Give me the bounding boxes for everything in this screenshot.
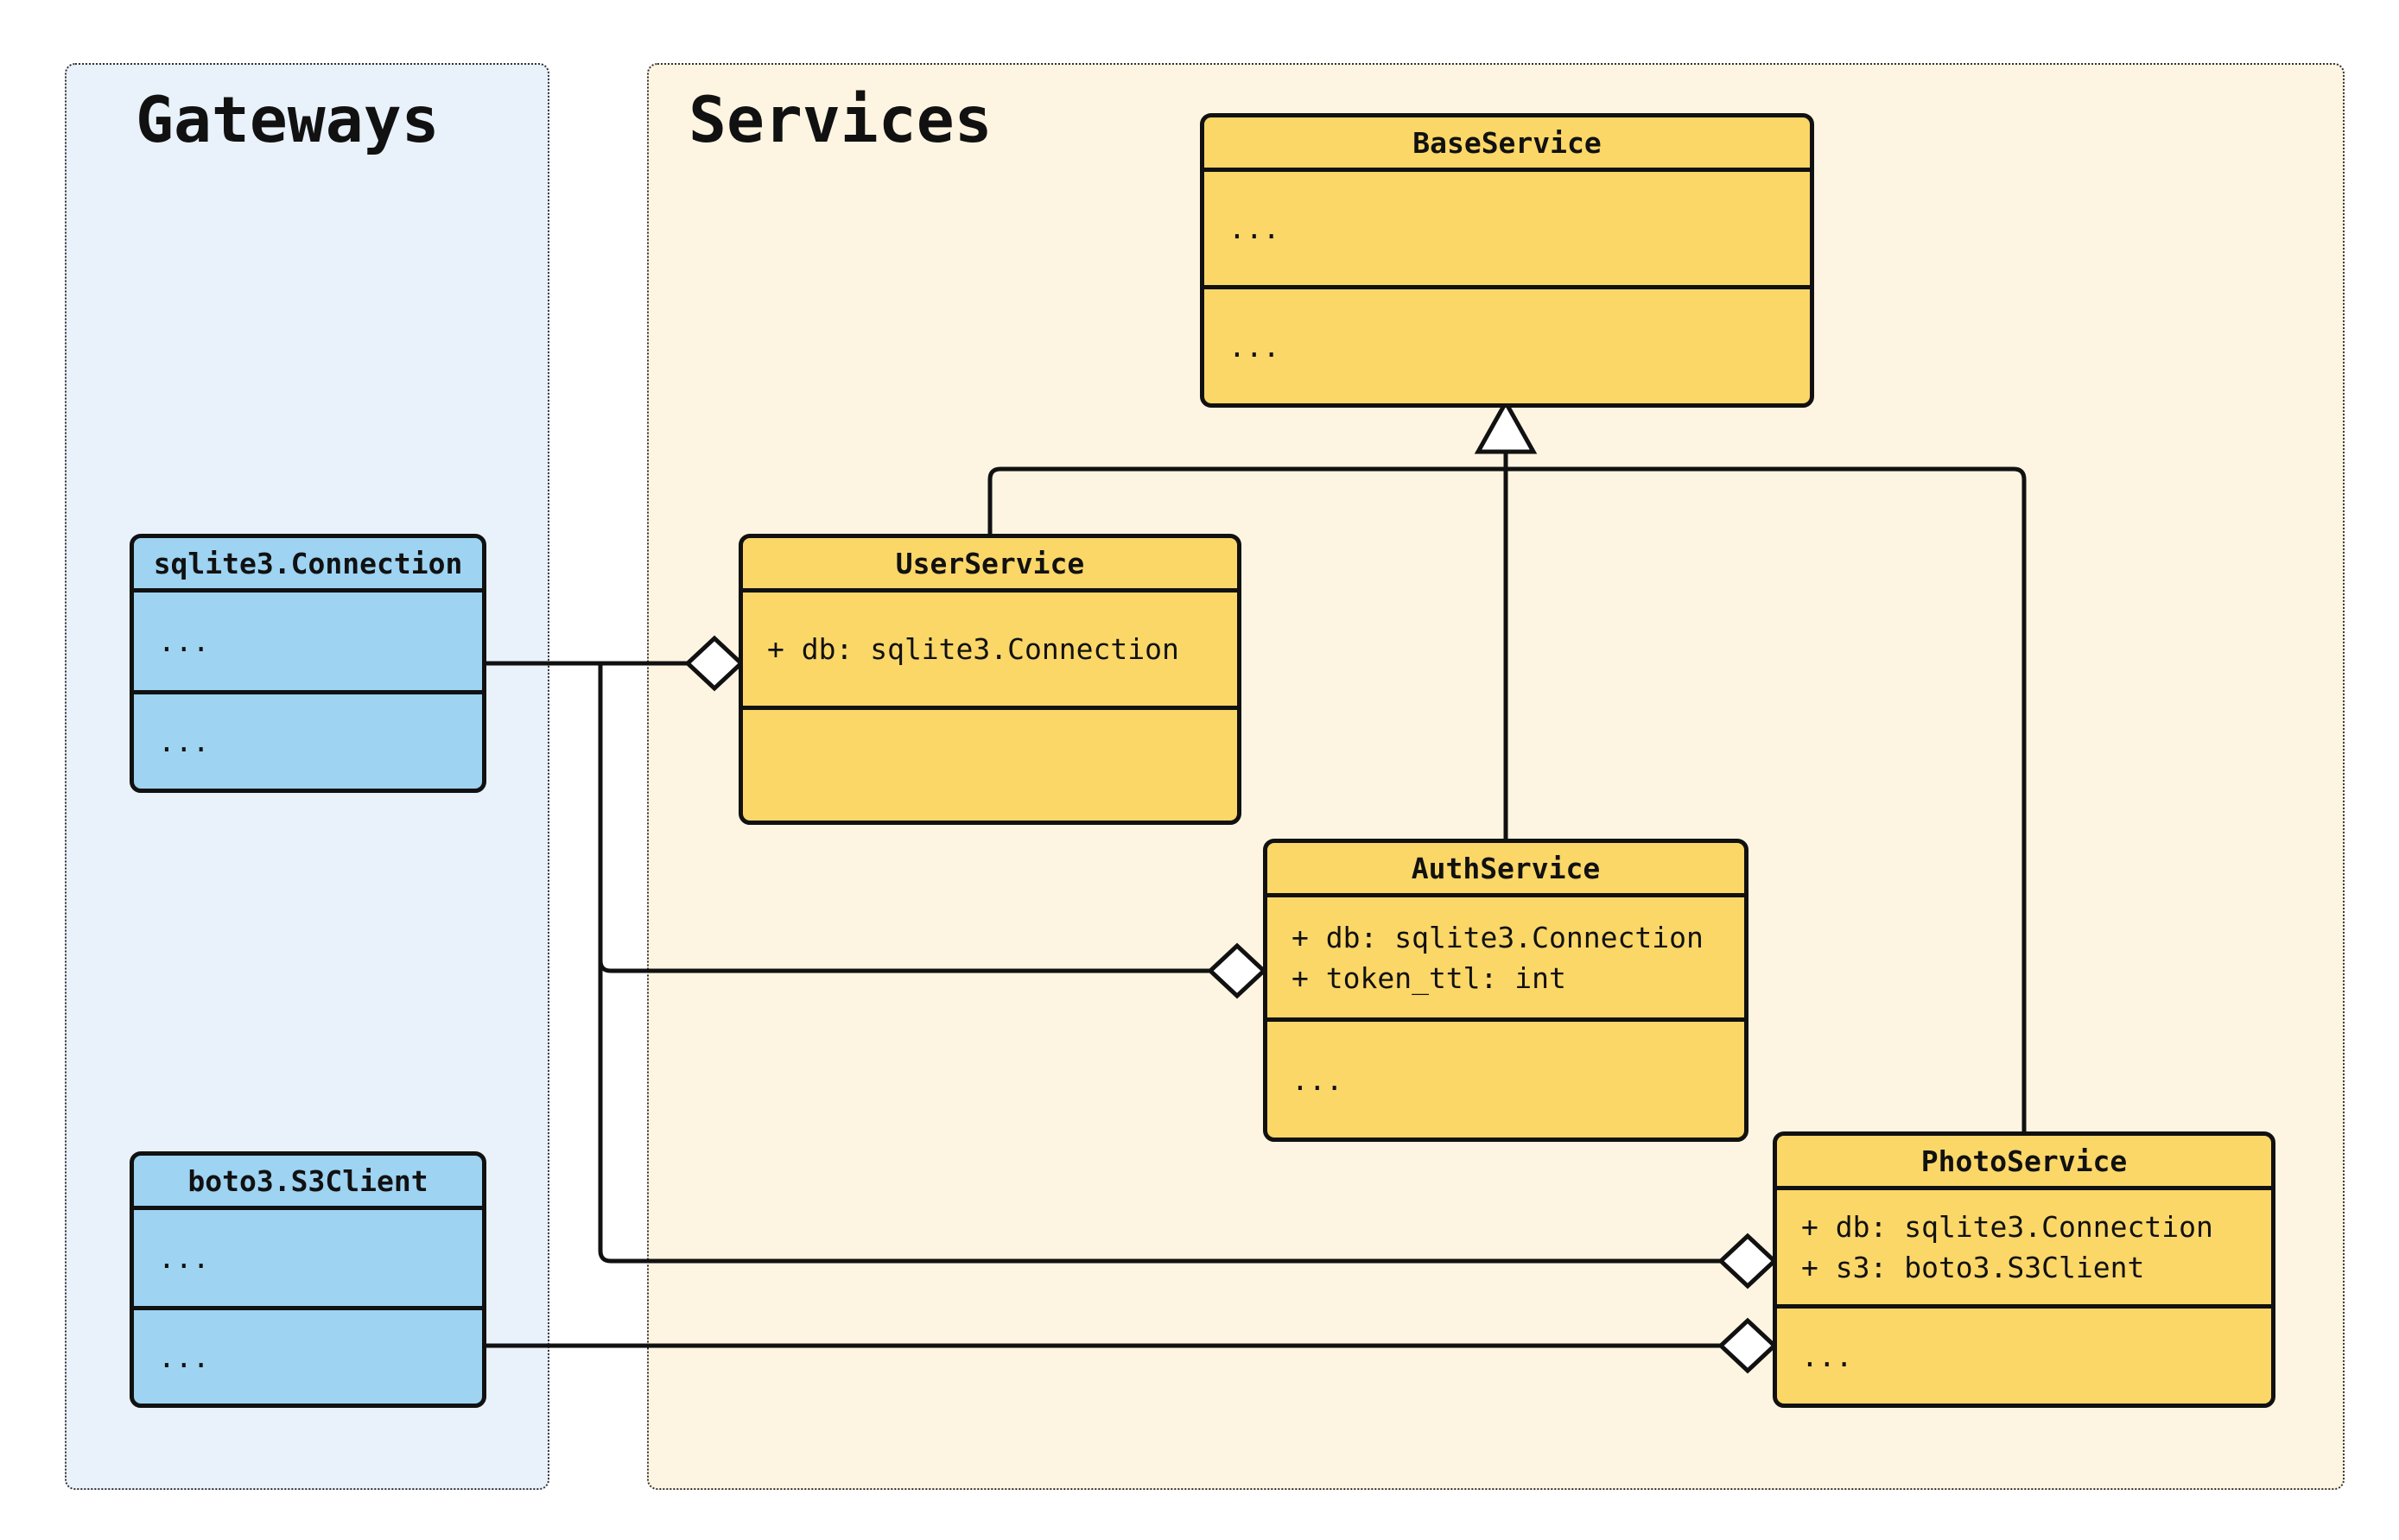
class-section: ...	[134, 1306, 482, 1404]
services-panel-title: Services	[689, 84, 993, 157]
class-box-baseservice: BaseService ... ...	[1200, 113, 1814, 408]
class-section: ...	[1267, 1017, 1744, 1138]
class-section: ...	[1204, 285, 1810, 403]
class-section	[743, 706, 1237, 821]
class-name: UserService	[895, 546, 1085, 580]
gateways-panel-title: Gateways	[136, 84, 440, 157]
class-name: sqlite3.Connection	[153, 546, 463, 580]
class-attributes: + db: sqlite3.Connection + s3: boto3.S3C…	[1777, 1186, 2271, 1304]
class-attribute: + db: sqlite3.Connection	[1292, 920, 1704, 954]
class-attribute: + s3: boto3.S3Client	[1801, 1251, 2145, 1284]
class-attribute: + db: sqlite3.Connection	[767, 632, 1179, 666]
class-section: ...	[134, 588, 482, 690]
class-box-photoservice: PhotoService + db: sqlite3.Connection + …	[1773, 1131, 2275, 1408]
class-box-boto3-s3client: boto3.S3Client ... ...	[130, 1151, 486, 1408]
class-box-sqlite3-connection: sqlite3.Connection ... ...	[130, 534, 486, 793]
class-section: ...	[134, 1206, 482, 1306]
aggregation-edge-sqlite3-photoservice	[598, 663, 1721, 1264]
class-attribute: + token_ttl: int	[1292, 960, 1566, 995]
class-attributes: + db: sqlite3.Connection + token_ttl: in…	[1267, 893, 1744, 1017]
aggregation-diamond-icon	[1717, 1317, 1778, 1374]
aggregation-diamond-icon	[1717, 1233, 1778, 1290]
aggregation-diamond-icon	[1207, 942, 1267, 999]
aggregation-diamond-icon	[684, 635, 745, 692]
class-section: ...	[134, 690, 482, 789]
aggregation-edge-sqlite3-authservice	[598, 960, 1210, 973]
class-attribute: + db: sqlite3.Connection	[1801, 1210, 2213, 1244]
class-section: ...	[1777, 1304, 2271, 1404]
class-name: AuthService	[1411, 851, 1601, 885]
class-attributes: + db: sqlite3.Connection	[743, 588, 1237, 706]
class-box-authservice: AuthService + db: sqlite3.Connection + t…	[1263, 839, 1748, 1142]
class-name: BaseService	[1412, 125, 1602, 160]
class-name: boto3.S3Client	[187, 1163, 428, 1198]
class-box-userservice: UserService + db: sqlite3.Connection	[739, 534, 1241, 825]
class-name: PhotoService	[1920, 1144, 2128, 1178]
class-section: ...	[1204, 168, 1810, 285]
inheritance-triangle-icon	[1474, 397, 1538, 454]
